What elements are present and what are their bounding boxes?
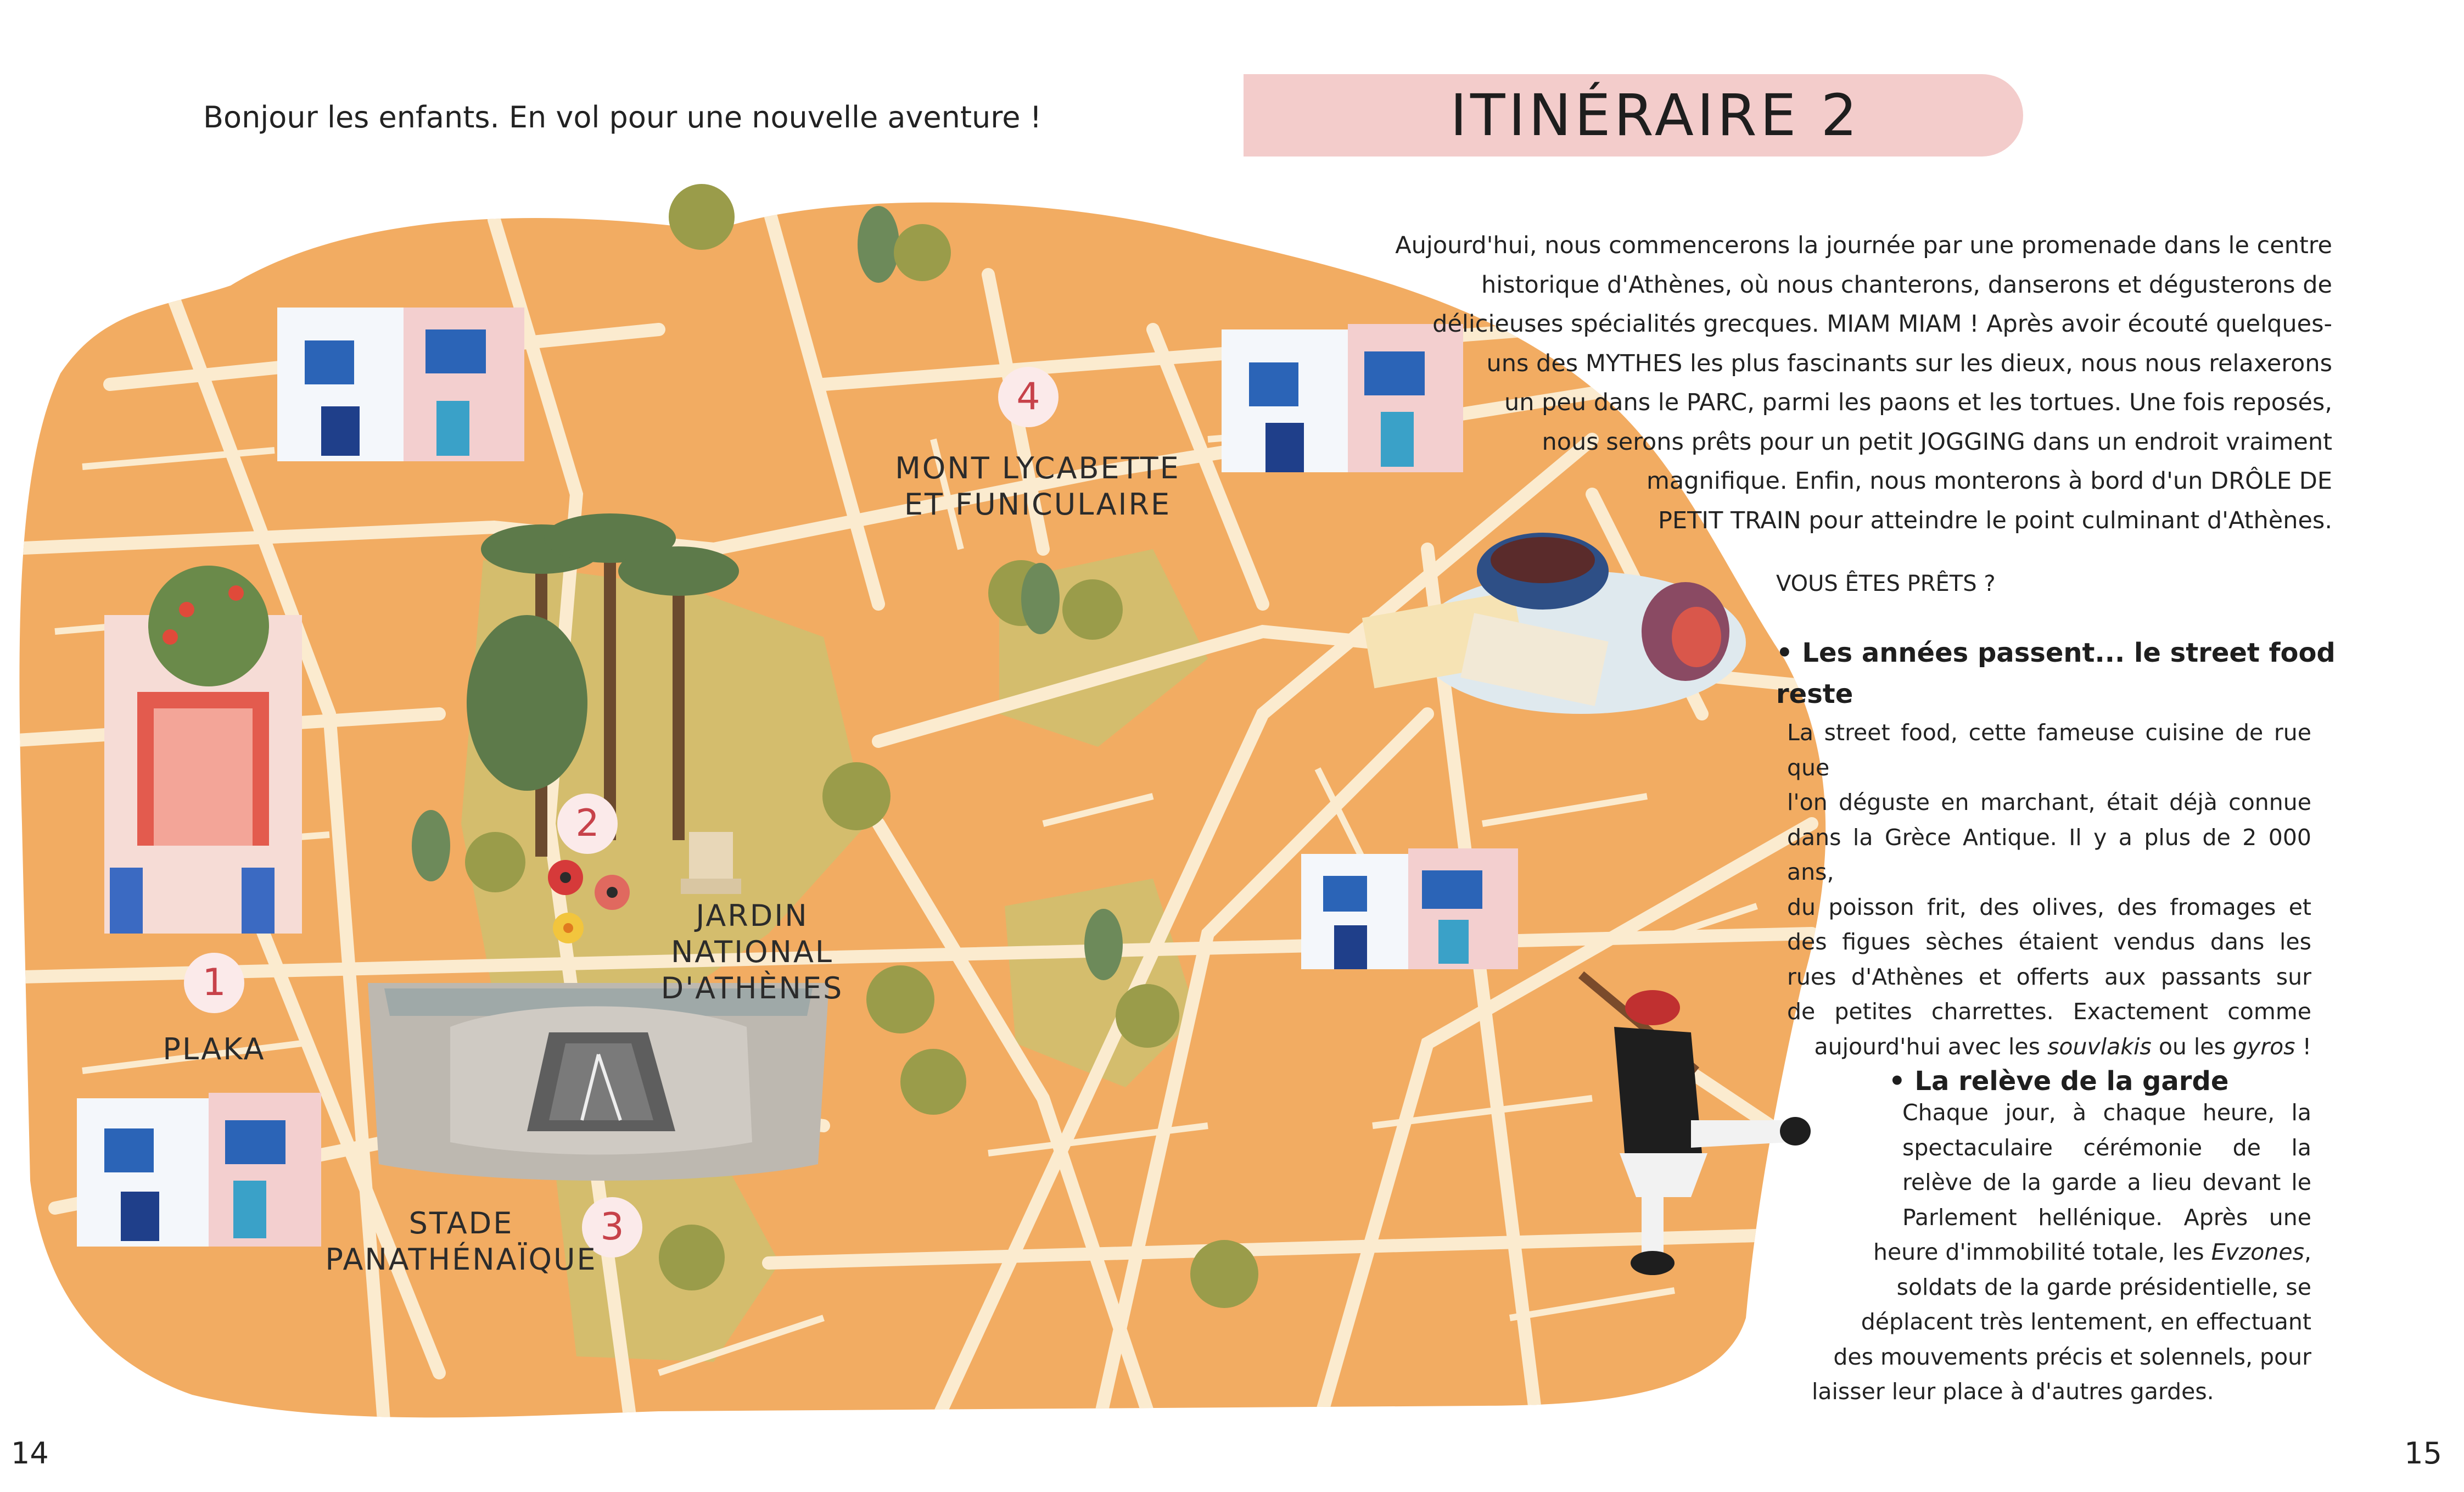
intro-line: Aujourd'hui, nous commencerons la journé…	[1395, 232, 2332, 259]
label-plaka: PLAKA	[163, 1032, 266, 1066]
garde-text: Chaque jour, à chaque heure, la spectacu…	[1812, 1096, 2311, 1410]
garde-line: relève de la garde a lieu devant le	[1902, 1169, 2311, 1195]
label-mont-lycabette: MONT LYCABETTE ET FUNICULAIRE	[895, 451, 1180, 522]
intro-line: nous serons prêts pour un petit JOGGING …	[1542, 428, 2332, 456]
intro-text: Bonjour les enfants. En vol pour une nou…	[203, 100, 1042, 135]
street-food-line: des figues sèches étaient vendus dans le…	[1787, 929, 2311, 955]
title-band	[1244, 74, 2023, 157]
intro-line: magnifique. Enfin, nous monterons à bord…	[1647, 467, 2332, 495]
garde-line: Chaque jour, à chaque heure, la	[1902, 1099, 2311, 1126]
text-span: aujourd'hui avec les	[1814, 1033, 2048, 1060]
text-span: !	[2295, 1033, 2311, 1060]
food-plate	[1362, 533, 1746, 714]
garde-line: déplacent très lentement, en effectuant	[1861, 1309, 2311, 1335]
marker-2[interactable]: 2	[557, 794, 618, 854]
panathenaic-stadium	[368, 983, 829, 1181]
gyros-word: gyros	[2232, 1033, 2295, 1060]
label-stade-panathenaique: STADE PANATHÉNAÏQUE	[325, 1206, 597, 1277]
garde-line: laisser leur place à d'autres gardes.	[1812, 1378, 2214, 1405]
page-title: ITINÉRAIRE 2	[1450, 82, 1861, 149]
street-food-line: La street food, cette fameuse cuisine de…	[1787, 719, 2311, 781]
garde-line: des mouvements précis et solennels, pour	[1833, 1343, 2311, 1370]
trees	[412, 184, 1258, 1308]
text-span: ,	[2304, 1239, 2311, 1265]
page-number-right: 15	[2404, 1436, 2442, 1471]
garde-line: heure d'immobilité totale, les Evzones,	[1828, 1235, 2311, 1270]
page-number-left: 14	[11, 1436, 49, 1471]
street-food-line: de petites charrettes. Exactement comme	[1787, 998, 2311, 1025]
street-food-line: rues d'Athènes et offerts aux passants s…	[1787, 963, 2311, 990]
street-food-line: aujourd'hui avec les souvlakis ou les gy…	[1787, 1030, 2311, 1065]
garde-line: spectaculaire cérémonie de la	[1902, 1134, 2311, 1161]
street-food-heading: • Les années passent... le street food r…	[1776, 633, 2336, 715]
garde-heading: • La relève de la garde	[1889, 1066, 2229, 1097]
intro-line: un peu dans le PARC, parmi les paons et …	[1504, 389, 2332, 416]
street-food-text: La street food, cette fameuse cuisine de…	[1787, 716, 2311, 1064]
statue	[681, 832, 741, 894]
intro-line: délicieuses spécialités grecques. MIAM M…	[1432, 310, 2332, 338]
intro-line: uns des MYTHES les plus fascinants sur l…	[1486, 349, 2332, 377]
text-span: ou les	[2151, 1033, 2233, 1060]
street-food-line: du poisson frit, des olives, des fromage…	[1787, 893, 2311, 920]
street-food-heading-line: • Les années passent... le street food	[1776, 638, 2336, 668]
text-span: heure d'immobilité totale, les	[1873, 1239, 2211, 1265]
marker-3[interactable]: 3	[582, 1197, 642, 1258]
houses	[77, 308, 1518, 1247]
flowers	[548, 860, 630, 943]
marker-1[interactable]: 1	[184, 953, 244, 1013]
street-food-line: dans la Grèce Antique. Il y a plus de 2 …	[1787, 824, 2311, 886]
street-food-line: l'on déguste en marchant, était déjà con…	[1787, 789, 2311, 815]
palm-trees	[467, 513, 739, 857]
evzones-word: Evzones	[2211, 1239, 2304, 1265]
marker-4[interactable]: 4	[998, 367, 1059, 427]
intro-paragraph: Aujourd'hui, nous commencerons la journé…	[1395, 226, 2332, 540]
garde-line: Parlement hellénique. Après une	[1902, 1204, 2311, 1231]
souvlakis-word: souvlakis	[2047, 1033, 2152, 1060]
label-jardin-national: JARDIN NATIONAL D'ATHÈNES	[660, 898, 844, 1005]
minor-streets	[54, 425, 1758, 1376]
street-food-heading-line: reste	[1776, 679, 1853, 709]
garde-line: soldats de la garde présidentielle, se	[1896, 1273, 2311, 1300]
ready-question: VOUS ÊTES PRÊTS ?	[1776, 571, 1996, 596]
intro-line: historique d'Athènes, où nous chanterons…	[1481, 271, 2332, 299]
evzone-guard	[1578, 971, 1811, 1275]
intro-line: PETIT TRAIN pour atteindre le point culm…	[1658, 506, 2332, 534]
